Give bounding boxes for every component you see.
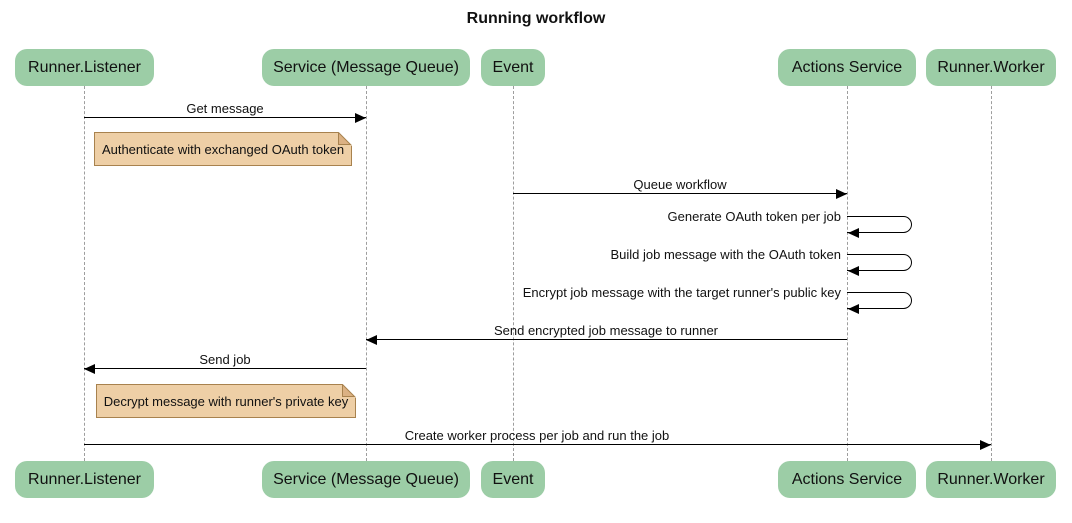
note-decrypt: Decrypt message with runner's private ke… xyxy=(96,384,356,418)
lifeline-service-message-queue xyxy=(366,86,367,461)
arrowhead-right-icon xyxy=(836,189,847,199)
message-line-get-message xyxy=(84,117,366,118)
actor-top-runner-worker: Runner.Worker xyxy=(926,49,1056,86)
self-loop-encrypt-job-message xyxy=(847,292,912,309)
note-fold-icon xyxy=(342,384,356,398)
message-label-send-encrypted: Send encrypted job message to runner xyxy=(493,323,719,338)
message-line-send-encrypted xyxy=(366,339,847,340)
actor-bottom-service-message-queue: Service (Message Queue) xyxy=(262,461,470,498)
message-label-generate-token: Generate OAuth token per job xyxy=(667,209,841,224)
message-label-get-message: Get message xyxy=(186,101,264,116)
note-authenticate: Authenticate with exchanged OAuth token xyxy=(94,132,352,166)
self-loop-build-job-message xyxy=(847,254,912,271)
message-line-send-job xyxy=(84,368,366,369)
actor-bottom-runner-listener: Runner.Listener xyxy=(15,461,154,498)
lifeline-event xyxy=(513,86,514,461)
arrowhead-left-icon xyxy=(84,364,95,374)
lifeline-runner-worker xyxy=(991,86,992,461)
actor-top-runner-listener: Runner.Listener xyxy=(15,49,154,86)
arrowhead-left-icon xyxy=(848,266,859,276)
actor-top-actions-service: Actions Service xyxy=(778,49,916,86)
arrowhead-left-icon xyxy=(848,304,859,314)
self-loop-generate-token xyxy=(847,216,912,233)
actor-top-event: Event xyxy=(481,49,545,86)
arrowhead-left-icon xyxy=(848,228,859,238)
lifeline-runner-listener xyxy=(84,86,85,461)
actor-bottom-actions-service: Actions Service xyxy=(778,461,916,498)
actor-top-service-message-queue: Service (Message Queue) xyxy=(262,49,470,86)
arrowhead-left-icon xyxy=(366,335,377,345)
actor-bottom-runner-worker: Runner.Worker xyxy=(926,461,1056,498)
message-label-build-job-message: Build job message with the OAuth token xyxy=(610,247,841,262)
diagram-title: Running workflow xyxy=(466,10,606,27)
message-line-create-worker xyxy=(84,444,991,445)
arrowhead-right-icon xyxy=(980,440,991,450)
arrowhead-right-icon xyxy=(355,113,366,123)
message-label-create-worker: Create worker process per job and run th… xyxy=(404,428,670,443)
note-decrypt-text: Decrypt message with runner's private ke… xyxy=(103,393,349,409)
message-label-encrypt-job-message: Encrypt job message with the target runn… xyxy=(522,285,841,300)
actor-bottom-event: Event xyxy=(481,461,545,498)
lifeline-actions-service xyxy=(847,86,848,461)
note-fold-icon xyxy=(338,132,352,146)
message-label-queue-workflow: Queue workflow xyxy=(633,177,727,192)
message-line-queue-workflow xyxy=(513,193,847,194)
note-authenticate-text: Authenticate with exchanged OAuth token xyxy=(101,141,345,157)
message-label-send-job: Send job xyxy=(199,352,251,367)
